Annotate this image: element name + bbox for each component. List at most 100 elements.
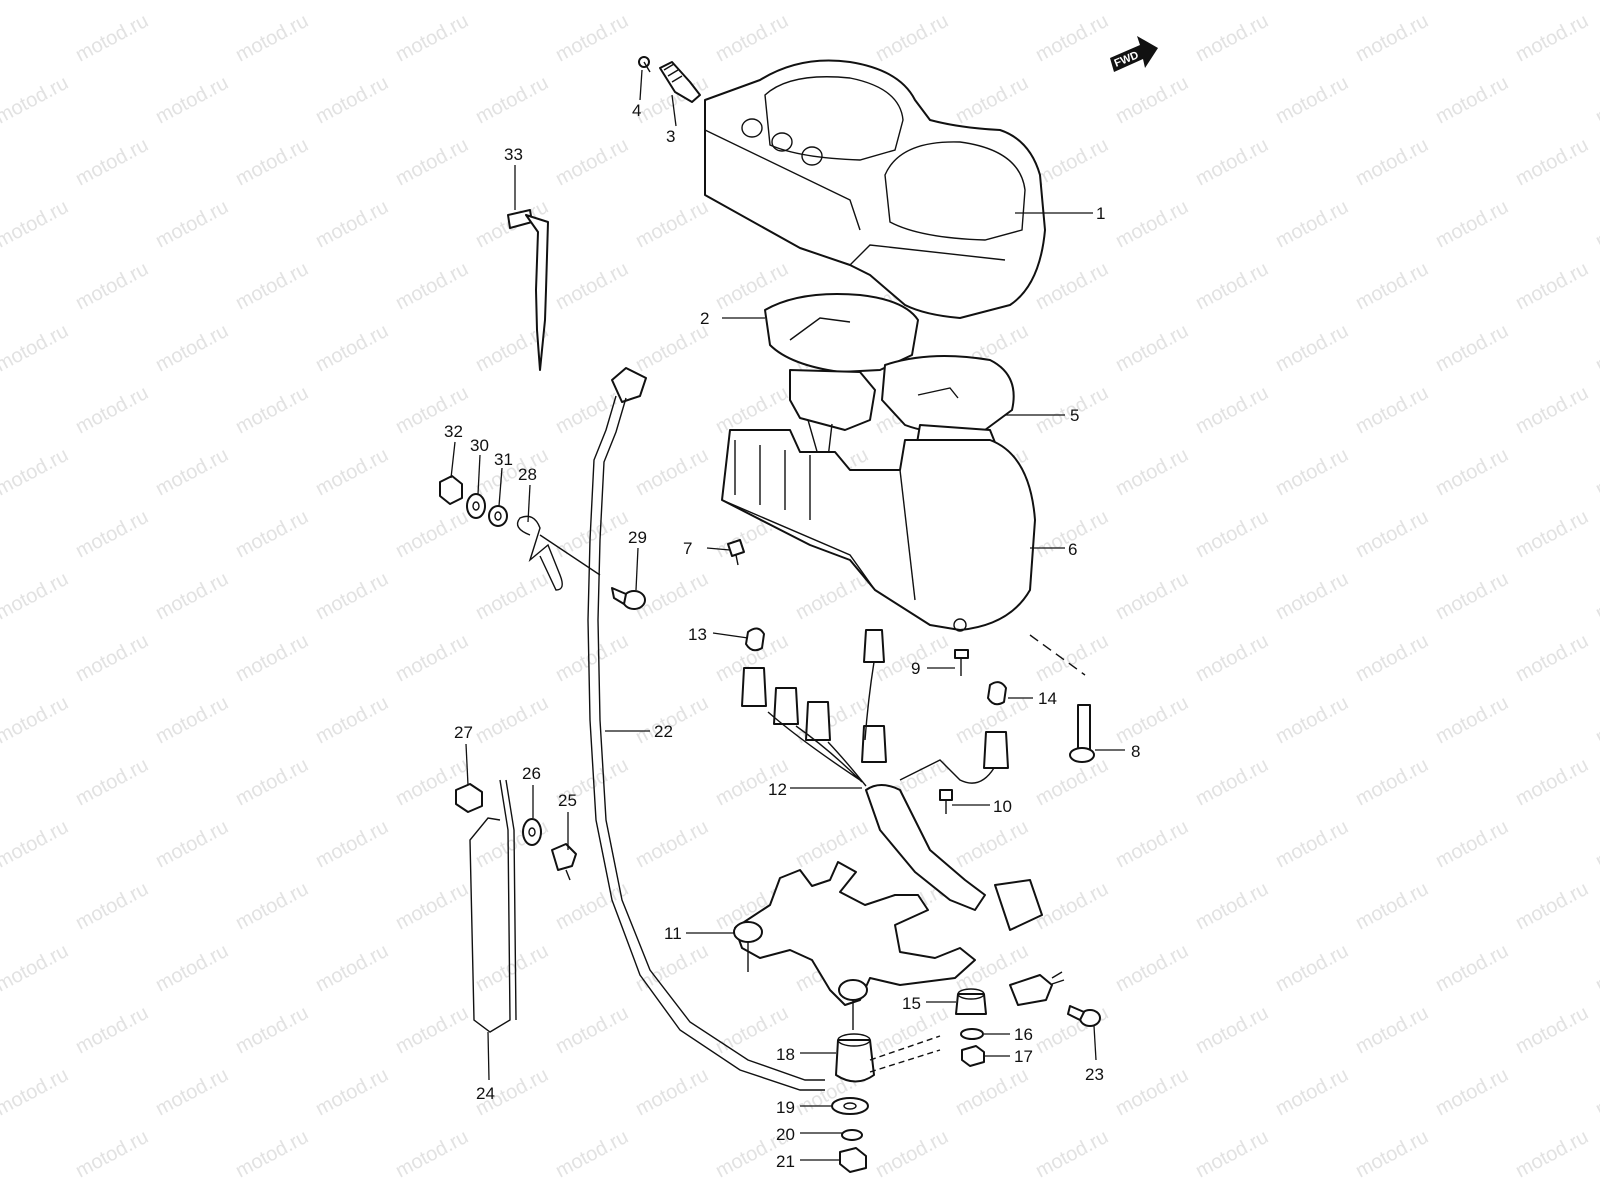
watermark-text: motod.ru xyxy=(1512,258,1592,314)
watermark-text: motod.ru xyxy=(392,134,472,190)
watermark-text: motod.ru xyxy=(1112,692,1192,748)
watermark-text: motod.ru xyxy=(1592,320,1600,376)
watermark-text: motod.ru xyxy=(1192,630,1272,686)
watermark-text: motod.ru xyxy=(552,506,632,562)
watermark-text: motod.ru xyxy=(472,940,552,996)
wire-clip-28 xyxy=(516,515,601,591)
watermark-text: motod.ru xyxy=(1512,10,1592,66)
watermark-text: motod.ru xyxy=(1112,196,1192,252)
watermark-text: motod.ru xyxy=(1592,1064,1600,1120)
watermark-text: motod.ru xyxy=(792,568,872,624)
watermark-text: motod.ru xyxy=(1192,1126,1272,1182)
watermark-text: motod.ru xyxy=(1432,320,1512,376)
callout-30: 30 xyxy=(470,436,489,455)
leader-4 xyxy=(639,69,643,101)
watermark-text: motod.ru xyxy=(1592,444,1600,500)
watermark-text: motod.ru xyxy=(1352,258,1432,314)
watermark-text: motod.ru xyxy=(1192,258,1272,314)
watermark-text: motod.ru xyxy=(632,816,712,872)
watermark-text: motod.ru xyxy=(632,320,712,376)
watermark-text: motod.ru xyxy=(1032,258,1112,314)
watermark-text: motod.ru xyxy=(1512,134,1592,190)
cable-tie xyxy=(507,209,549,371)
leader-29 xyxy=(635,547,639,591)
callout-4: 4 xyxy=(632,101,641,120)
watermark-text: motod.ru xyxy=(1192,754,1272,810)
watermark-text: motod.ru xyxy=(1592,568,1600,624)
watermark-text: motod.ru xyxy=(72,878,152,934)
watermark-text: motod.ru xyxy=(1432,940,1512,996)
watermark-text: motod.ru xyxy=(1192,878,1272,934)
washer-31 xyxy=(488,505,508,527)
leader-32 xyxy=(450,441,456,479)
watermark-text: motod.ru xyxy=(152,444,232,500)
leader-30 xyxy=(477,454,481,495)
watermark-text: motod.ru xyxy=(0,568,72,624)
watermark-text: motod.ru xyxy=(392,630,472,686)
watermark-text: motod.ru xyxy=(232,382,312,438)
screw-small xyxy=(638,56,651,73)
callout-12: 12 xyxy=(768,780,787,799)
watermark-text: motod.ru xyxy=(1272,940,1352,996)
watermark-text: motod.ru xyxy=(1112,72,1192,128)
callout-22: 22 xyxy=(654,722,673,741)
callout-32: 32 xyxy=(444,422,463,441)
callout-24: 24 xyxy=(476,1084,495,1103)
watermark-text: motod.ru xyxy=(1272,196,1352,252)
watermark-text: motod.ru xyxy=(232,258,312,314)
watermark-text: motod.ru xyxy=(1432,1064,1512,1120)
watermark-text: motod.ru xyxy=(472,568,552,624)
watermark-text: motod.ru xyxy=(232,630,312,686)
callout-5: 5 xyxy=(1070,406,1079,425)
leader-31 xyxy=(498,467,503,507)
watermark-text: motod.ru xyxy=(952,72,1032,128)
watermark-text: motod.ru xyxy=(792,816,872,872)
watermark-text: motod.ru xyxy=(392,1126,472,1182)
watermark-text: motod.ru xyxy=(232,754,312,810)
watermark-text: motod.ru xyxy=(1432,72,1512,128)
watermark-text: motod.ru xyxy=(312,940,392,996)
watermark-text: motod.ru xyxy=(152,816,232,872)
watermark-text: motod.ru xyxy=(1512,382,1592,438)
watermark-text: motod.ru xyxy=(1112,568,1192,624)
watermark-text: motod.ru xyxy=(392,1002,472,1058)
washer-16 xyxy=(960,1028,984,1040)
watermark-text: motod.ru xyxy=(0,1064,72,1120)
watermark-text: motod.ru xyxy=(712,10,792,66)
bolt-8 xyxy=(1069,704,1095,763)
leader-3 xyxy=(671,94,677,127)
watermark-text: motod.ru xyxy=(392,506,472,562)
watermark-text: motod.ru xyxy=(232,134,312,190)
watermark-text: motod.ru xyxy=(0,816,72,872)
watermark-text: motod.ru xyxy=(312,692,392,748)
watermark-text: motod.ru xyxy=(1352,630,1432,686)
watermark-text: motod.ru xyxy=(152,568,232,624)
callout-14: 14 xyxy=(1038,689,1057,708)
callout-6: 6 xyxy=(1068,540,1077,559)
callout-layer: 1 2 3 4 5 6 7 8 9 10 11 12 13 14 15 16 1… xyxy=(444,69,1140,1171)
watermark-text: motod.ru xyxy=(392,258,472,314)
watermark-text: motod.ru xyxy=(1432,568,1512,624)
callout-31: 31 xyxy=(494,450,513,469)
callout-1: 1 xyxy=(1096,204,1105,223)
fwd-arrow-icon: FWD xyxy=(1110,36,1158,72)
watermark-text: motod.ru xyxy=(472,72,552,128)
watermark-text: motod.ru xyxy=(1032,10,1112,66)
leader-23 xyxy=(1093,1025,1097,1061)
watermark-text: motod.ru xyxy=(1592,196,1600,252)
watermark-text: motod.ru xyxy=(0,320,72,376)
watermark-text: motod.ru xyxy=(312,568,392,624)
watermark-text: motod.ru xyxy=(72,134,152,190)
watermark-text: motod.ru xyxy=(1512,506,1592,562)
watermark-text: motod.ru xyxy=(1032,878,1112,934)
watermark-text: motod.ru xyxy=(1112,1064,1192,1120)
wire-loop-24 xyxy=(469,779,517,1033)
watermark-text: motod.ru xyxy=(952,816,1032,872)
watermark-text: motod.ru xyxy=(1592,816,1600,872)
watermark-text: motod.ru xyxy=(632,940,712,996)
watermark-text: motod.ru xyxy=(1592,72,1600,128)
watermark-text: motod.ru xyxy=(1032,134,1112,190)
callout-27: 27 xyxy=(454,723,473,742)
cushion-15 xyxy=(955,988,987,1015)
watermark-text: motod.ru xyxy=(312,196,392,252)
